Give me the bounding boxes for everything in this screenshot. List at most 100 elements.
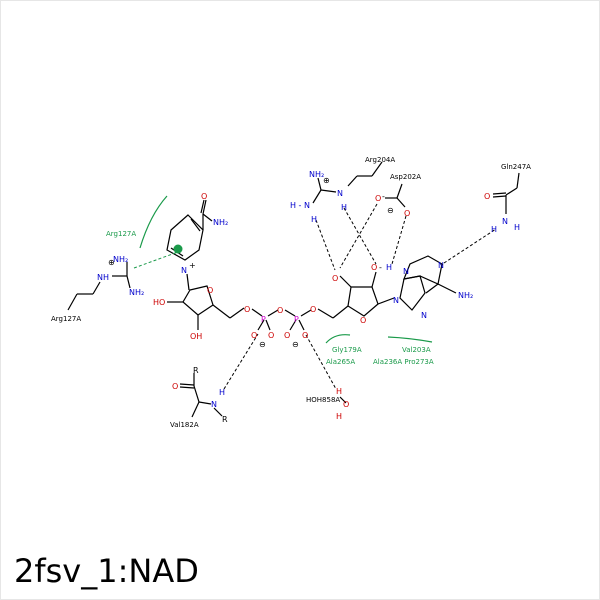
bond xyxy=(198,401,212,405)
asp202a-dash: - xyxy=(382,192,385,201)
val203a-label: Val203A xyxy=(402,346,431,354)
phosphorus2-label: P xyxy=(294,315,299,324)
hydrophobic-arc-arg127a xyxy=(139,195,168,249)
bond xyxy=(126,275,131,289)
val182a-n: N xyxy=(211,400,217,409)
bond xyxy=(371,161,383,177)
asp202a-charge: ⊖ xyxy=(387,206,394,215)
bond xyxy=(191,401,200,418)
bond xyxy=(265,319,271,331)
asp202a-label: Asp202A xyxy=(390,173,421,181)
ribose1-o-label: O xyxy=(207,286,213,295)
p1-oxygen-b: O xyxy=(268,331,274,340)
pyridinium-charge: + xyxy=(189,261,196,270)
ribose2-o2-label: O xyxy=(332,274,338,283)
gln247a-label: Gln247A xyxy=(501,163,531,171)
asp202a-o2: O xyxy=(404,209,410,218)
bond xyxy=(267,309,279,317)
bond xyxy=(312,189,322,204)
asp202a-o1: O xyxy=(375,194,381,203)
ribose2-o3-dash: - xyxy=(379,263,382,272)
amide-o-label: O xyxy=(201,192,207,201)
water-o: O xyxy=(343,400,349,409)
hbond-arg204a-1 xyxy=(315,219,336,271)
adenine-n1-label: N xyxy=(438,261,444,270)
pyridinium-n-label: N xyxy=(181,266,187,275)
bond xyxy=(317,308,334,319)
hbond-val182a xyxy=(223,333,259,390)
ribose-ring-1 xyxy=(182,285,214,316)
arg204a-h-lower: H xyxy=(311,215,317,224)
bond xyxy=(190,218,201,232)
phosphorus1-label: P xyxy=(261,315,266,324)
bond xyxy=(377,297,395,305)
adenine-nh2-label: NH₂ xyxy=(458,291,473,300)
ribose-ring-2 xyxy=(347,286,379,317)
adenine-imidazole xyxy=(399,275,426,311)
p1-oxygen-a: O xyxy=(251,331,257,340)
page-title: 2fsv_1:NAD xyxy=(14,552,199,590)
bond xyxy=(202,199,207,215)
ribose2-o3-label: O xyxy=(371,263,377,272)
adenine-n7-label: N xyxy=(403,267,409,276)
arg204a-n: N xyxy=(337,189,343,198)
gly179a-label: Gly179A xyxy=(332,346,362,354)
bond xyxy=(347,175,358,187)
amide-nh2-label: NH₂ xyxy=(213,218,228,227)
ribose1-oh-label: OH xyxy=(190,332,202,341)
bond xyxy=(396,183,403,199)
bond xyxy=(300,309,312,317)
hbond-arg204a-2 xyxy=(343,207,377,265)
water-h-top: H xyxy=(336,387,342,396)
bridge-o-label: O xyxy=(277,306,283,315)
bond xyxy=(92,281,101,295)
gln247a-o: O xyxy=(484,192,490,201)
bond xyxy=(516,172,520,189)
hbond-asp202a-2 xyxy=(391,215,407,265)
bond xyxy=(320,189,337,193)
val182a-r1: R xyxy=(193,366,199,375)
pi-cation-marker xyxy=(173,244,183,254)
val182a-o: O xyxy=(172,382,178,391)
adenine-n9-label: N xyxy=(393,296,399,305)
bond xyxy=(339,275,352,288)
arg204a-hn: H - N xyxy=(290,201,310,210)
p2-oxygen-b: O xyxy=(302,331,308,340)
bond xyxy=(339,396,347,404)
val182a-h: H xyxy=(219,388,225,397)
adenine-pyrimidine xyxy=(403,255,443,285)
hbond-asp202a-1 xyxy=(339,203,378,269)
arg127a-plus: ⊕ xyxy=(108,258,115,267)
hydrophobic-arc-val203a xyxy=(387,336,433,343)
bond xyxy=(317,177,322,191)
bond xyxy=(492,195,507,198)
bond xyxy=(492,192,507,195)
p2-oxygen-a: O xyxy=(284,331,290,340)
bond xyxy=(67,293,78,311)
link1-o-label: O xyxy=(244,305,250,314)
p2-charge: ⊖ xyxy=(292,340,299,349)
val182a-label: Val182A xyxy=(170,421,199,429)
arg127a-nh: NH xyxy=(97,273,109,282)
bond xyxy=(179,383,195,386)
bond xyxy=(505,187,518,196)
p1-charge: ⊖ xyxy=(259,340,266,349)
bond xyxy=(202,213,213,222)
bond xyxy=(212,304,231,319)
water-h-bottom: H xyxy=(336,412,342,421)
bond xyxy=(200,199,205,214)
bond xyxy=(425,283,439,294)
bond xyxy=(186,273,190,291)
bond xyxy=(332,305,349,319)
bond xyxy=(193,385,200,403)
bond xyxy=(229,307,245,319)
bond xyxy=(396,197,406,208)
hoh858a-label: HOH858A xyxy=(306,396,340,404)
ribose2-o-label: O xyxy=(360,316,366,325)
arg204a-h-right: H xyxy=(341,203,347,212)
adenine-n3-label: N xyxy=(421,311,427,320)
ribose2-h-label: H xyxy=(386,263,392,272)
hydrophobic-arc-gly179a xyxy=(325,334,351,344)
bond xyxy=(298,319,305,331)
